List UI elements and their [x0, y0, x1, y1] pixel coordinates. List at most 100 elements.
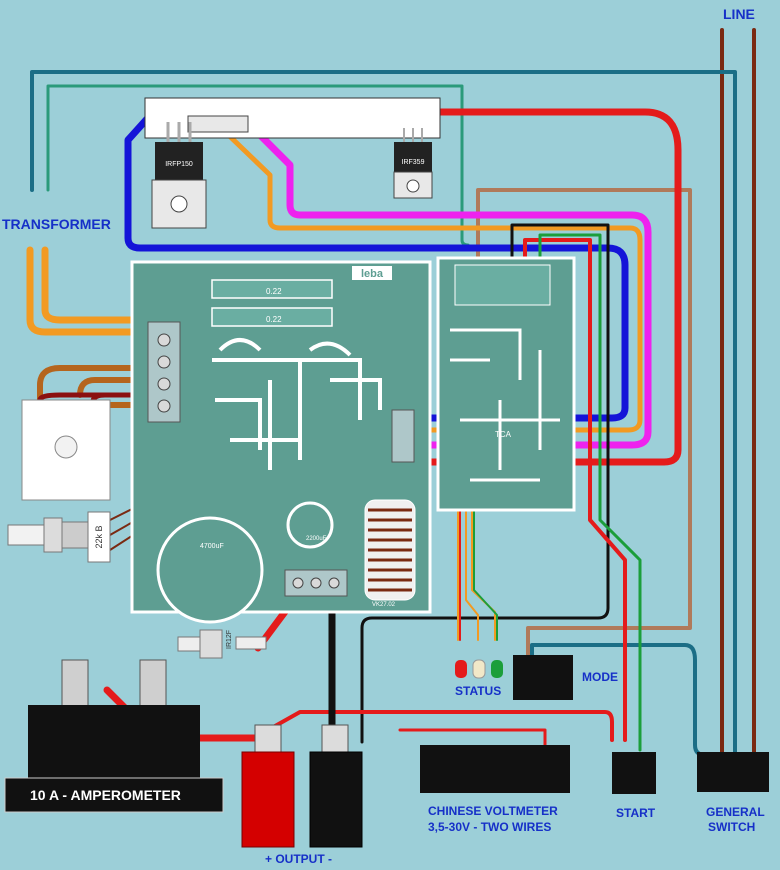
magenta-wire	[251, 126, 652, 449]
mosfet-1-label: IRFP150	[165, 161, 193, 168]
amperometer	[4, 659, 224, 813]
terminal-screw	[157, 333, 171, 347]
voltmeter	[420, 745, 570, 793]
output-terminals	[241, 724, 363, 848]
black-post-top	[321, 724, 349, 756]
teal-wire-transformer	[30, 70, 737, 757]
board-code: VK27.02	[372, 602, 396, 608]
pot-shaft	[7, 524, 45, 546]
control-traces	[450, 328, 560, 482]
label-general-switch-2: SWITCH	[708, 820, 756, 834]
start-switch-body	[612, 752, 656, 794]
control-terminal-block	[391, 409, 415, 463]
label-general-switch-1: GENERAL	[706, 805, 765, 819]
capacitor-4700uf	[156, 516, 264, 624]
output-red-wire-2	[266, 710, 614, 742]
power-resistor-1	[211, 279, 333, 299]
orange-wire	[215, 122, 643, 433]
terminal-screw	[292, 577, 304, 589]
toroid-inductor	[364, 499, 416, 601]
mode-switch-body	[513, 655, 573, 700]
heatsink-clamp	[187, 115, 249, 133]
toroid-winding	[368, 508, 412, 592]
potentiometer: 22k B	[7, 511, 111, 563]
label-status: STATUS	[455, 684, 502, 698]
red-wire-start	[523, 238, 627, 742]
resistor-2-label: 0.22	[266, 315, 282, 324]
transformer-orange-wires	[26, 246, 154, 336]
label-output: + OUTPUT -	[265, 852, 333, 866]
mosfet-2-hole	[406, 179, 420, 193]
amp-body	[28, 705, 200, 783]
mosfet-2-body	[394, 142, 432, 174]
ic-label: TCA	[495, 430, 512, 439]
terminal-screw	[157, 355, 171, 369]
power-resistor-2	[211, 307, 333, 327]
brown-wire-mode	[476, 188, 692, 662]
output-diode: IR12F	[177, 629, 267, 659]
diode-stud	[177, 636, 201, 652]
led-wire-green	[473, 451, 498, 641]
terminal-screw	[157, 377, 171, 391]
diode-label: IR12F	[226, 630, 233, 649]
status-leds	[455, 659, 503, 679]
terminal-screw	[157, 399, 171, 413]
heatsink-assembly: IRFP150 IRF359	[144, 97, 441, 229]
bridge-hole	[54, 435, 78, 459]
pcb-traces	[212, 338, 382, 470]
red-post-top	[254, 724, 282, 756]
label-transformer: TRANSFORMER	[2, 216, 111, 232]
red-wire-main	[408, 108, 682, 466]
mosfet-2-label: IRF359	[402, 159, 425, 166]
pcb-logo-box	[352, 266, 392, 280]
amp-terminal-2	[139, 659, 167, 711]
general-switch	[697, 752, 769, 792]
main-pcb: leba 0.22 0.22 4700uF 2200uF VK27.02	[130, 260, 432, 624]
voltmeter-body	[420, 745, 570, 793]
label-start: START	[616, 806, 656, 820]
capacitor-1-label: 4700uF	[200, 543, 224, 550]
pot-body	[87, 511, 111, 563]
black-wire-board	[360, 223, 610, 744]
mode-switch	[513, 655, 573, 700]
label-line: LINE	[723, 6, 755, 22]
blue-wire	[124, 106, 629, 422]
mosfet-1-hole	[170, 195, 188, 213]
mosfet-2: IRF359	[393, 128, 433, 199]
control-relay	[454, 264, 551, 306]
label-amperometer: 10 A - AMPEROMETER	[30, 787, 181, 803]
pot-label: 22k B	[94, 525, 104, 548]
terminal-screw	[310, 577, 322, 589]
resistor-1-label: 0.22	[266, 287, 282, 296]
general-switch-body	[697, 752, 769, 792]
transformer-brown-wire	[37, 365, 153, 411]
led-green	[491, 660, 503, 678]
led-red	[455, 660, 467, 678]
mosfet-1: IRFP150	[151, 122, 207, 229]
red-post	[241, 751, 295, 848]
label-voltmeter-1: CHINESE VOLTMETER	[428, 804, 558, 818]
start-switch	[612, 752, 656, 794]
pcb-logo: leba	[361, 268, 384, 280]
label-mode: MODE	[582, 670, 618, 684]
led-yellow	[472, 659, 486, 679]
voltmeter-red-wire	[398, 728, 547, 747]
amp-terminal-1	[61, 659, 89, 711]
terminal-screw	[328, 577, 340, 589]
mosfet-1-body	[155, 142, 203, 180]
amp-face	[4, 777, 224, 813]
green-wire-start	[538, 233, 642, 752]
label-voltmeter-2: 3,5-30V - TWO WIRES	[428, 820, 552, 834]
diode-lead	[235, 636, 267, 650]
transformer-brown-wire-2	[77, 377, 153, 398]
control-pcb: TCA	[391, 256, 576, 512]
diode-hex	[199, 629, 223, 659]
pot-bushing	[61, 521, 89, 549]
bridge-rectifier	[21, 399, 111, 501]
pot-nut	[43, 517, 63, 553]
black-post	[309, 751, 363, 848]
capacitor-2-label: 2200uF	[306, 536, 327, 542]
capacitor-2200uf	[286, 501, 334, 549]
